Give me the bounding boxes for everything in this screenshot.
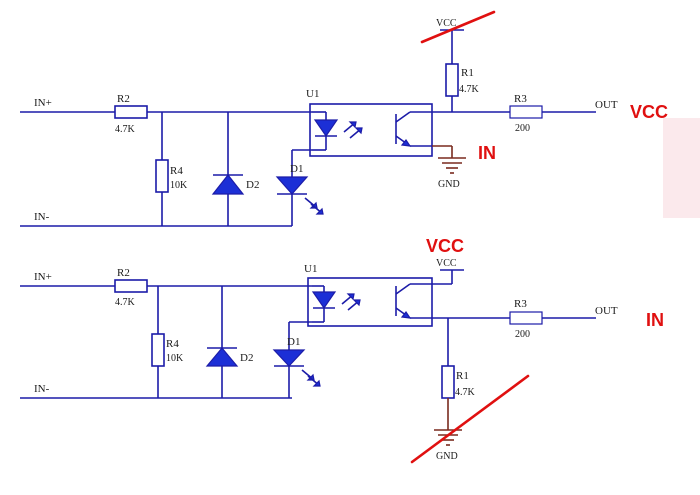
top-u1-phototransistor [395, 111, 432, 147]
bottom-r1-value: 4.7K [455, 387, 476, 398]
bottom-r2-resistor [114, 279, 148, 293]
top-annotation-gnd: IN [478, 143, 496, 163]
bottom-u1-name: U1 [304, 263, 317, 275]
bottom-r1-resistor [441, 365, 455, 399]
bottom-r2-name: R2 [117, 267, 130, 279]
top-d2-name: D2 [246, 179, 259, 191]
top-u1-led [313, 119, 339, 138]
top-r4-resistor [155, 159, 169, 193]
top-r4-value: 10K [170, 180, 188, 191]
bottom-in-plus-label: IN+ [34, 271, 52, 283]
top-r1-resistor [445, 63, 459, 97]
top-gnd-symbol [438, 157, 466, 174]
bottom-annotation-vcc: VCC [426, 236, 464, 256]
bottom-gnd-label: GND [436, 451, 458, 462]
bottom-r3-value: 200 [515, 329, 530, 340]
top-d1-name: D1 [290, 163, 303, 175]
background-artifact [663, 118, 700, 218]
top-r2-value: 4.7K [115, 124, 136, 135]
top-u1-emission-arrows [343, 121, 363, 139]
top-d1-diode [275, 176, 309, 195]
bottom-r3-resistor [509, 311, 543, 325]
bottom-u1-phototransistor [395, 283, 432, 319]
bottom-annotation-out: IN [646, 310, 664, 330]
top-circuit: IN+ IN- R2 4.7K R4 10K D2 D1 U1 VCC R1 4… [20, 10, 668, 227]
bottom-u1-optocoupler [307, 277, 433, 327]
bottom-r4-name: R4 [166, 338, 179, 350]
top-r4-name: R4 [170, 165, 183, 177]
bottom-vcc-label: VCC [436, 258, 457, 269]
top-r2-name: R2 [117, 93, 130, 105]
bottom-circuit: IN+ IN- R2 4.7K R4 10K D2 D1 U1 VCC R1 4… [20, 236, 664, 464]
bottom-u1-led [311, 291, 337, 310]
top-annotation-out: VCC [630, 102, 668, 122]
top-d1-light-arrows [304, 197, 324, 215]
bottom-r4-value: 10K [166, 353, 184, 364]
top-r3-value: 200 [515, 123, 530, 134]
top-r3-name: R3 [514, 93, 527, 105]
top-r1-value: 4.7K [459, 84, 480, 95]
top-r1-name: R1 [461, 67, 474, 79]
bottom-d1-name: D1 [287, 336, 300, 348]
top-gnd-label: GND [438, 179, 460, 190]
bottom-in-minus-label: IN- [34, 383, 50, 395]
bottom-u1-emission-arrows [341, 293, 361, 311]
top-r3-resistor [509, 105, 543, 119]
bottom-r3-name: R3 [514, 298, 527, 310]
bottom-d2-diode [205, 347, 239, 367]
bottom-r2-value: 4.7K [115, 297, 136, 308]
top-in-plus-label: IN+ [34, 97, 52, 109]
top-in-minus-label: IN- [34, 211, 50, 223]
bottom-r4-resistor [151, 333, 165, 367]
bottom-r1-name: R1 [456, 370, 469, 382]
top-d2-diode [211, 174, 245, 195]
top-vcc-label: VCC [436, 18, 457, 29]
top-vcc-strike-mark [420, 10, 496, 44]
top-out-label: OUT [595, 99, 618, 111]
top-r2-resistor [114, 105, 148, 119]
bottom-d2-name: D2 [240, 352, 253, 364]
bottom-d1-diode [272, 349, 306, 367]
top-u1-optocoupler [309, 103, 433, 157]
bottom-gnd-strike-mark [410, 374, 530, 464]
bottom-out-label: OUT [595, 305, 618, 317]
top-u1-name: U1 [306, 88, 319, 100]
bottom-d1-light-arrows [301, 369, 321, 387]
